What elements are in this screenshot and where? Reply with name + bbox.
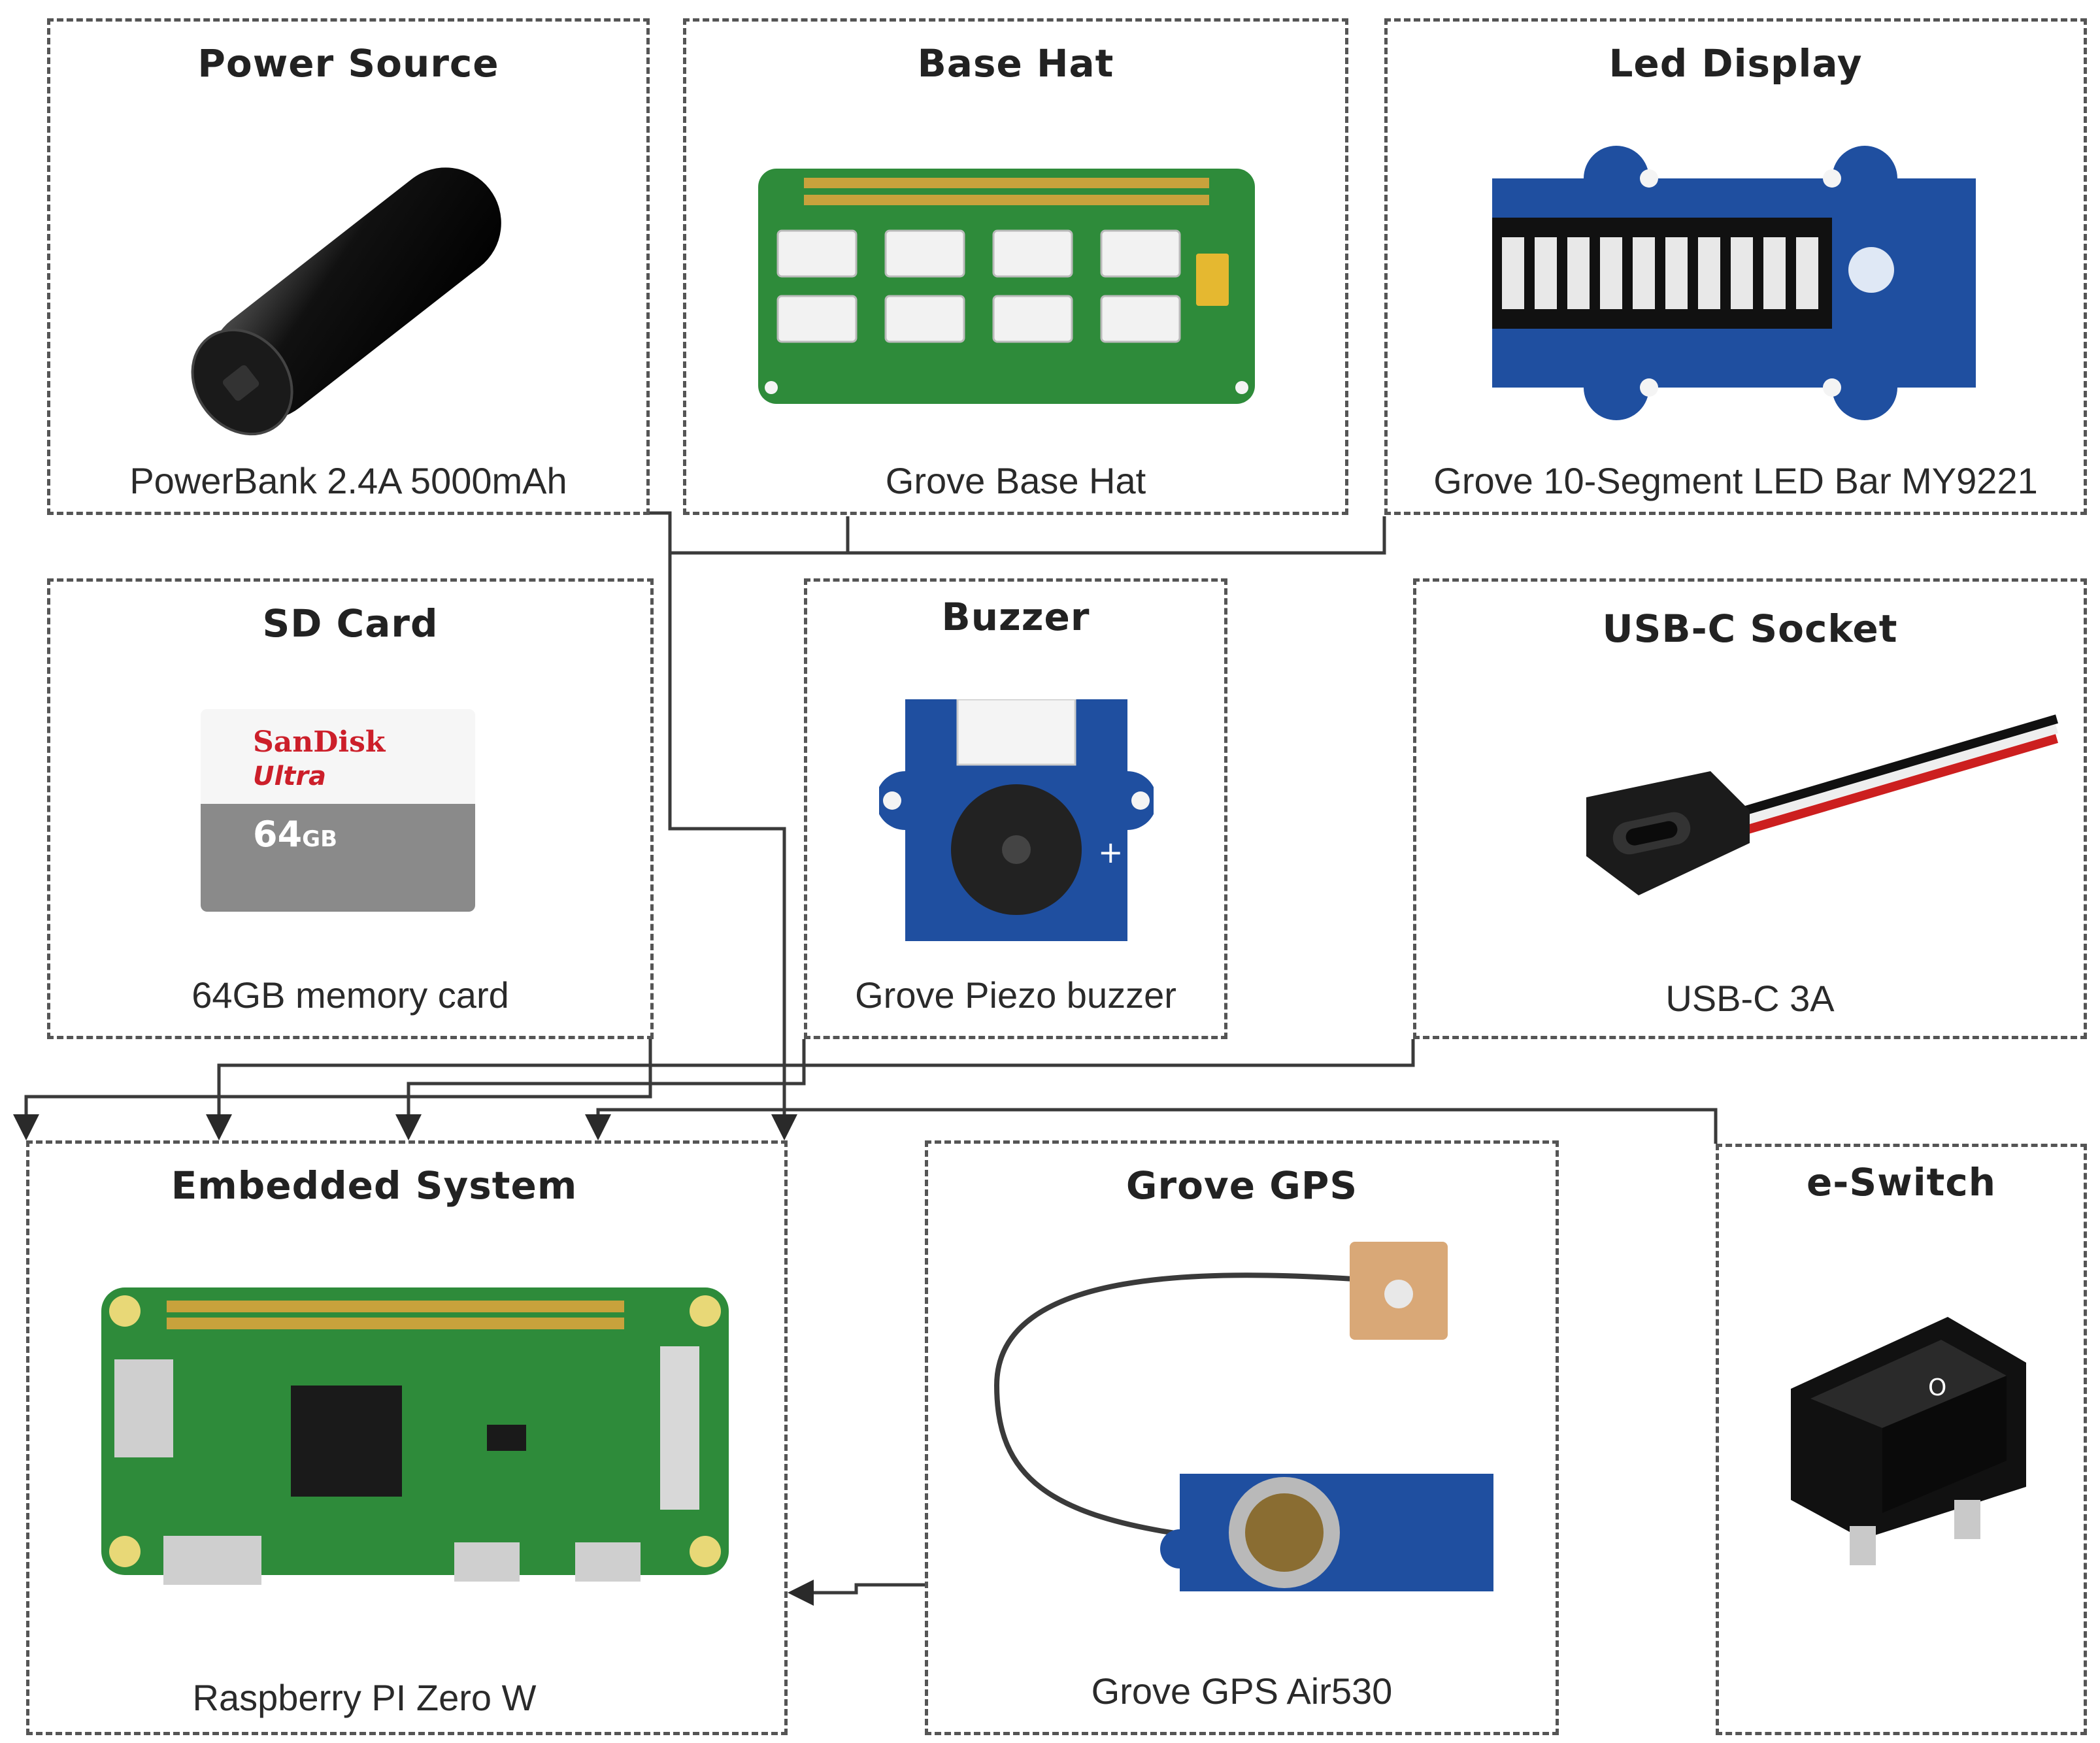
sd-line-label: Ultra <box>253 761 327 791</box>
grove-gps-caption: Grove GPS Air530 <box>1091 1670 1393 1712</box>
sd-capacity: 64 <box>253 814 303 855</box>
piezo-buzzer-image: + <box>879 699 1154 941</box>
usb-c-title: USB-C Socket <box>1602 606 1898 651</box>
wire-switch-to-embedded <box>585 1108 1718 1144</box>
buzzer-caption: Grove Piezo buzzer <box>855 974 1176 1016</box>
base-hat-box: Base Hat Grove Base Hat <box>683 18 1348 515</box>
buzzer-title: Buzzer <box>941 595 1090 639</box>
sd-capacity-unit: GB <box>302 826 337 852</box>
grove-base-hat-image <box>758 169 1255 404</box>
e-switch-title: e-Switch <box>1806 1160 1997 1204</box>
usb-c-caption: USB-C 3A <box>1665 978 1835 1019</box>
microsd-card-image: SanDisk Ultra 64GB <box>201 709 475 912</box>
powerbank-image <box>191 167 501 436</box>
usb-c-socket-image <box>1586 714 2058 895</box>
led-display-caption: Grove 10-Segment LED Bar MY9221 <box>1433 460 2038 501</box>
led-display-box: Led Display Grove 10-Segment LED Bar MY9… <box>1384 18 2087 515</box>
raspberry-pi-zero-image <box>101 1287 729 1585</box>
rocker-switch-image: O <box>1791 1317 2026 1565</box>
sd-card-title: SD Card <box>262 601 439 646</box>
embedded-system-caption: Raspberry PI Zero W <box>192 1677 537 1718</box>
wire-usbc-to-embedded <box>206 1039 1415 1140</box>
embedded-system-box: Embedded System Raspberry PI Zero W <box>26 1140 788 1735</box>
power-source-title: Power Source <box>197 41 499 86</box>
power-source-caption: PowerBank 2.4A 5000mAh <box>129 460 567 501</box>
wire-sd-to-embedded <box>13 1039 652 1140</box>
led-display-title: Led Display <box>1608 41 1863 86</box>
base-hat-caption: Grove Base Hat <box>885 460 1146 501</box>
sd-brand-label: SanDisk <box>253 725 386 759</box>
grove-gps-title: Grove GPS <box>1125 1163 1358 1208</box>
power-source-box: Power Source PowerBank 2.4A 5000mAh <box>47 18 650 515</box>
embedded-system-title: Embedded System <box>171 1163 578 1208</box>
buzzer-box: Buzzer + Grove Piezo buzzer <box>804 578 1227 1039</box>
svg-text:+: + <box>1098 835 1124 870</box>
grove-gps-box: Grove GPS Grove GPS Air530 <box>925 1140 1559 1735</box>
wire-basehat-bus <box>670 516 1386 555</box>
gps-module-image <box>993 1242 1493 1591</box>
wire-gps-to-embedded <box>788 1580 925 1606</box>
base-hat-title: Base Hat <box>917 41 1114 86</box>
led-bar-image <box>1492 146 1976 420</box>
wire-power-to-embedded <box>647 511 797 1140</box>
wire-buzzer-to-embedded <box>395 1039 806 1140</box>
sd-card-caption: 64GB memory card <box>192 974 509 1016</box>
usb-c-box: USB-C Socket USB-C 3A <box>1413 578 2087 1039</box>
e-switch-box: e-Switch O <box>1716 1144 2087 1735</box>
svg-text:O: O <box>1928 1374 1946 1401</box>
sd-card-box: SD Card SanDisk Ultra 64GB 64GB memory c… <box>47 578 654 1039</box>
